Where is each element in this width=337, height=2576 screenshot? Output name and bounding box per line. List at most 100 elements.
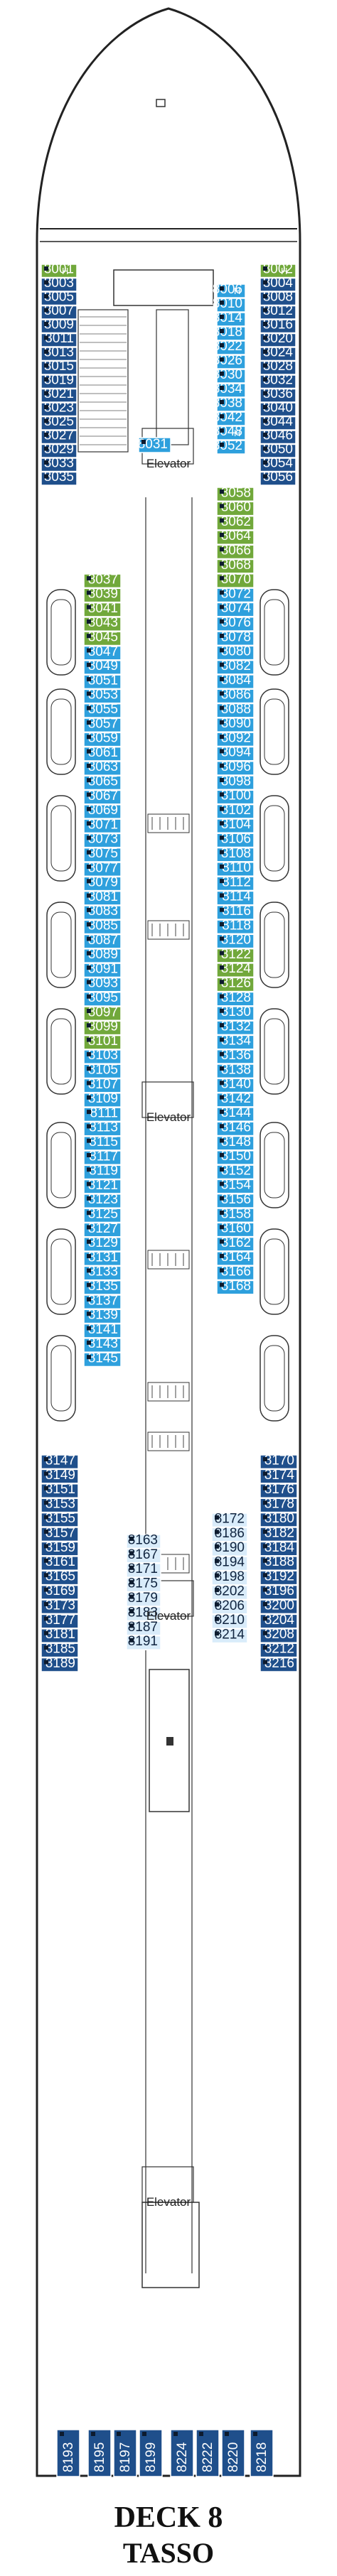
cabin-8054[interactable]: 8054 <box>260 456 296 472</box>
cabin-8026[interactable]: 8026 <box>213 353 246 369</box>
cabin-8198[interactable]: 8198 <box>211 1569 248 1586</box>
cabin-8102[interactable]: 8102 <box>216 803 255 819</box>
cabin-8132[interactable]: 8132 <box>216 1019 255 1036</box>
cabin-8130[interactable]: 8130 <box>216 1005 255 1021</box>
cabin-8184[interactable]: 8184 <box>260 1540 298 1557</box>
cabin-8134[interactable]: 8134 <box>216 1034 255 1050</box>
cabin-8061[interactable]: 8061 <box>83 745 122 762</box>
cabin-8154[interactable]: 8154 <box>216 1178 255 1194</box>
cabin-8012[interactable]: 8012 <box>260 303 296 320</box>
cabin-8065[interactable]: 8065 <box>83 774 122 791</box>
cabin-8039[interactable]: 8039 <box>83 587 122 603</box>
cabin-8196[interactable]: 8196 <box>260 1584 298 1600</box>
cabin-8075[interactable]: 8075 <box>83 846 122 862</box>
cabin-8149[interactable]: 8149 <box>41 1468 79 1484</box>
cabin-8073[interactable]: 8073 <box>83 832 122 848</box>
cabin-8171[interactable]: 8171 <box>126 1562 161 1578</box>
cabin-8018[interactable]: 8018 <box>213 325 246 341</box>
cabin-8080[interactable]: 8080 <box>216 644 255 661</box>
cabin-8126[interactable]: 8126 <box>216 976 255 992</box>
cabin-8049[interactable]: 8049 <box>83 659 122 675</box>
cabin-8101[interactable]: 8101 <box>83 1034 122 1050</box>
cabin-8087[interactable]: 8087 <box>83 933 122 949</box>
cabin-8180[interactable]: 8180 <box>260 1511 298 1527</box>
cabin-8162[interactable]: 8162 <box>216 1235 255 1252</box>
cabin-8047[interactable]: 8047 <box>83 644 122 661</box>
cabin-8138[interactable]: 8138 <box>216 1062 255 1079</box>
cabin-8174[interactable]: 8174 <box>260 1468 298 1484</box>
cabin-8133[interactable]: 8133 <box>83 1265 122 1281</box>
cabin-8190[interactable]: 8190 <box>211 1540 248 1557</box>
cabin-8156[interactable]: 8156 <box>216 1192 255 1208</box>
cabin-8030[interactable]: 8030 <box>213 367 246 384</box>
cabin-8072[interactable]: 8072 <box>216 586 255 603</box>
cabin-8027[interactable]: 8027 <box>41 428 77 445</box>
cabin-8014[interactable]: 8014 <box>213 310 246 327</box>
cabin-8094[interactable]: 8094 <box>216 745 255 762</box>
cabin-8040[interactable]: 8040 <box>260 401 296 417</box>
cabin-8202[interactable]: 8202 <box>211 1584 248 1601</box>
cabin-8113[interactable]: 8113 <box>83 1120 122 1137</box>
cabin-8122[interactable]: 8122 <box>216 947 255 963</box>
cabin-8070[interactable]: 8070 <box>216 572 255 588</box>
cabin-8161[interactable]: 8161 <box>41 1554 79 1571</box>
cabin-8013[interactable]: 8013 <box>41 345 77 362</box>
cabin-8029[interactable]: 8029 <box>41 442 77 458</box>
cabin-8183[interactable]: 8183 <box>126 1605 161 1622</box>
cabin-8055[interactable]: 8055 <box>83 702 122 718</box>
cabin-8057[interactable]: 8057 <box>83 716 122 733</box>
cabin-8167[interactable]: 8167 <box>126 1547 161 1564</box>
cabin-8076[interactable]: 8076 <box>216 615 255 632</box>
cabin-8071[interactable]: 8071 <box>83 817 122 834</box>
cabin-8109[interactable]: 8109 <box>83 1091 122 1108</box>
cabin-8151[interactable]: 8151 <box>41 1482 79 1498</box>
cabin-8067[interactable]: 8067 <box>83 789 122 805</box>
cabin-8125[interactable]: 8125 <box>83 1207 122 1223</box>
cabin-8175[interactable]: 8175 <box>126 1576 161 1593</box>
cabin-8085[interactable]: 8085 <box>83 919 122 935</box>
cabin-8123[interactable]: 8123 <box>83 1192 122 1208</box>
cabin-8195[interactable]: 8195 <box>87 2429 112 2477</box>
cabin-8168[interactable]: 8168 <box>216 1279 255 1295</box>
cabin-8028[interactable]: 8028 <box>260 359 296 375</box>
cabin-8163[interactable]: 8163 <box>126 1532 161 1549</box>
cabin-8091[interactable]: 8091 <box>83 961 122 978</box>
cabin-8152[interactable]: 8152 <box>216 1163 255 1180</box>
cabin-8216[interactable]: 8216 <box>260 1656 298 1672</box>
cabin-8010[interactable]: 8010 <box>213 296 246 313</box>
cabin-8224[interactable]: 8224 <box>170 2429 194 2477</box>
cabin-8112[interactable]: 8112 <box>216 875 255 892</box>
cabin-8197[interactable]: 8197 <box>113 2429 137 2477</box>
cabin-8052[interactable]: 8052 <box>213 438 246 455</box>
cabin-8046[interactable]: 8046 <box>260 428 296 445</box>
cabin-8056[interactable]: 8056 <box>260 470 296 486</box>
cabin-8181[interactable]: 8181 <box>41 1627 79 1643</box>
cabin-8147[interactable]: 8147 <box>41 1453 79 1470</box>
cabin-8145[interactable]: 8145 <box>83 1351 122 1368</box>
cabin-8096[interactable]: 8096 <box>216 759 255 776</box>
cabin-8110[interactable]: 8110 <box>216 860 255 877</box>
cabin-8150[interactable]: 8150 <box>216 1149 255 1165</box>
cabin-8210[interactable]: 8210 <box>211 1613 248 1629</box>
cabin-8199[interactable]: 8199 <box>139 2429 163 2477</box>
cabin-8043[interactable]: 8043 <box>83 615 122 632</box>
cabin-8038[interactable]: 8038 <box>213 396 246 412</box>
cabin-8115[interactable]: 8115 <box>83 1135 122 1151</box>
cabin-8127[interactable]: 8127 <box>83 1221 122 1238</box>
cabin-8003[interactable]: 8003 <box>41 276 77 292</box>
cabin-8004[interactable]: 8004 <box>260 276 296 292</box>
cabin-8086[interactable]: 8086 <box>216 688 255 704</box>
cabin-8141[interactable]: 8141 <box>83 1322 122 1338</box>
cabin-8108[interactable]: 8108 <box>216 846 255 862</box>
cabin-8069[interactable]: 8069 <box>83 803 122 819</box>
cabin-8090[interactable]: 8090 <box>216 716 255 732</box>
cabin-8044[interactable]: 8044 <box>260 414 296 431</box>
cabin-8131[interactable]: 8131 <box>83 1250 122 1267</box>
cabin-8172[interactable]: 8172 <box>211 1511 248 1528</box>
cabin-8077[interactable]: 8077 <box>83 860 122 877</box>
cabin-8194[interactable]: 8194 <box>211 1555 248 1571</box>
cabin-8098[interactable]: 8098 <box>216 774 255 791</box>
cabin-8220[interactable]: 8220 <box>221 2429 245 2477</box>
